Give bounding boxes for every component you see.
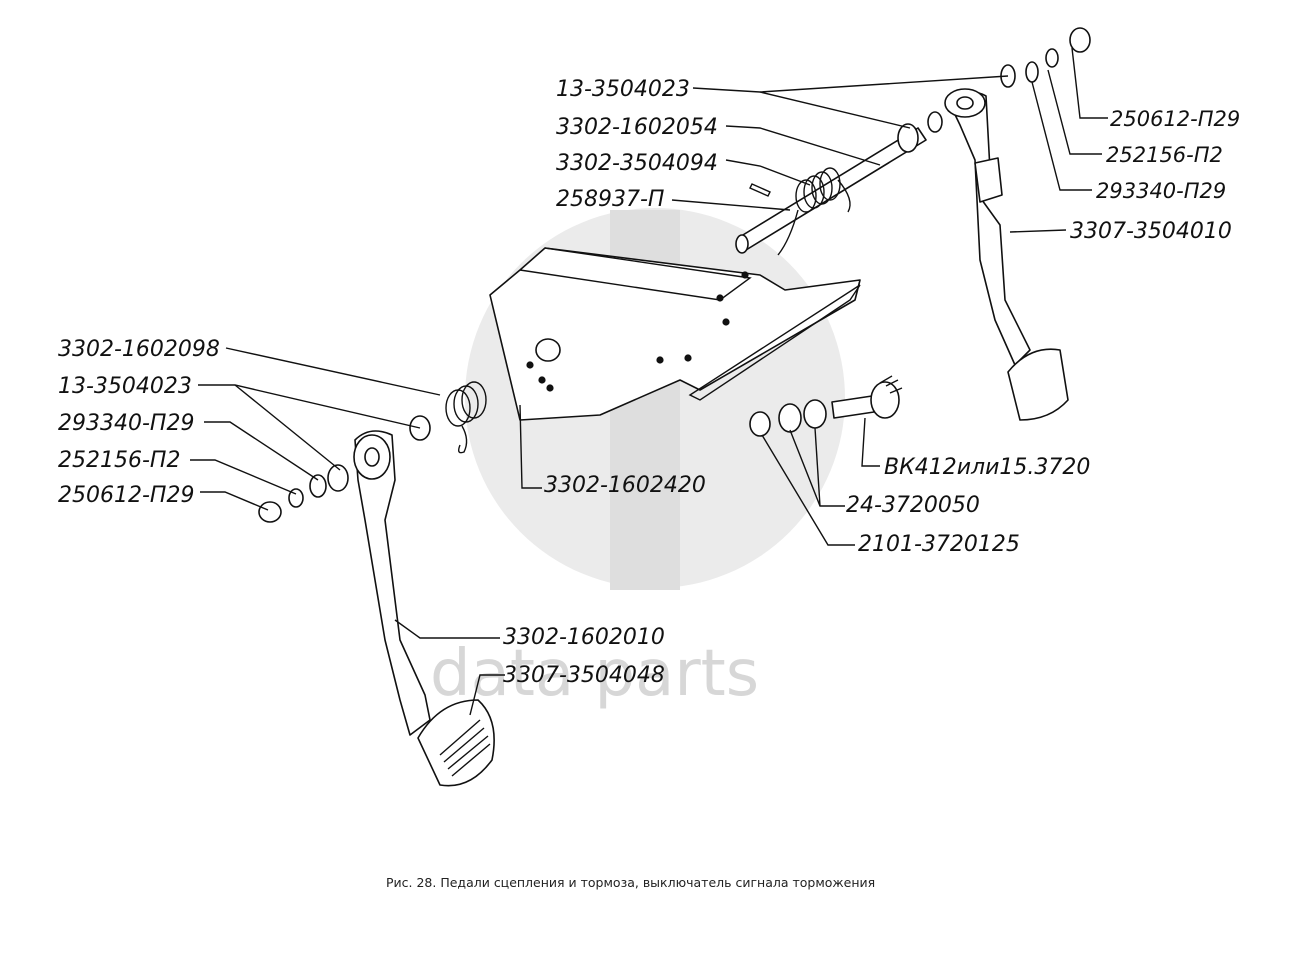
shaft-collar xyxy=(927,111,943,133)
return-spring-right xyxy=(777,167,851,256)
brake-pedal-hub-bore xyxy=(956,96,974,110)
label-left-293340-p29: 293340-П29 xyxy=(58,411,194,436)
brake-pedal-bracket xyxy=(974,157,1003,203)
label-right-252156-p2: 252156-П2 xyxy=(1106,143,1223,167)
label-switch-2101-3720125: 2101-3720125 xyxy=(858,532,1020,557)
label-center-3302-1602420: 3302-1602420 xyxy=(544,473,706,498)
switch-washer xyxy=(749,411,771,437)
label-left-250612-p29: 250612-П29 xyxy=(58,483,194,508)
clutch-pedal-pad xyxy=(417,699,495,787)
label-right-293340-p29: 293340-П29 xyxy=(1096,179,1226,203)
bracket-mount-plate xyxy=(688,284,861,401)
label-left-13-3504023: 13-3504023 xyxy=(58,374,192,399)
brake-pedal xyxy=(944,88,1069,421)
leader-lines xyxy=(190,47,1108,716)
brake-pedal-pad xyxy=(1007,348,1069,421)
label-pedal-3302-1602010: 3302-1602010 xyxy=(503,625,665,650)
label-switch-vk412: ВК412или15.3720 xyxy=(884,455,1090,480)
clutch-pedal-arm xyxy=(354,430,431,736)
figure-caption: Рис. 28. Педали сцепления и тормоза, вык… xyxy=(386,875,875,890)
clutch-pad-ribs xyxy=(439,719,491,777)
label-switch-24-3720050: 24-3720050 xyxy=(846,493,980,518)
label-right-250612-p29: 250612-П29 xyxy=(1110,107,1240,131)
bracket-pivot-hole xyxy=(535,338,561,362)
label-right-258937-p: 258937-П xyxy=(556,187,664,212)
label-right-3302-3504094: 3302-3504094 xyxy=(556,151,718,176)
brake-pedal-arm xyxy=(947,91,1031,366)
part-labels: 13-3504023 3302-1602054 3302-3504094 258… xyxy=(58,77,1240,688)
shaft-end xyxy=(735,234,749,254)
clutch-pedal xyxy=(258,381,495,787)
clutch-pedal-hub-bore xyxy=(364,447,380,467)
label-right-13-3504023: 13-3504023 xyxy=(556,77,690,102)
label-pedal-3307-3504048: 3307-3504048 xyxy=(503,663,665,688)
pedal-bracket xyxy=(489,247,861,421)
label-left-252156-p2: 252156-П2 xyxy=(58,448,180,473)
brake-switch-group xyxy=(749,375,903,437)
washers-left xyxy=(258,415,431,523)
cotter-pin xyxy=(749,183,771,197)
label-right-3307-3504010: 3307-3504010 xyxy=(1070,219,1232,244)
switch-body xyxy=(870,381,900,419)
return-spring-left xyxy=(445,381,487,454)
label-right-3302-1602054: 3302-1602054 xyxy=(556,115,718,140)
switch-nut-2 xyxy=(803,399,827,429)
label-left-3302-1602098: 3302-1602098 xyxy=(58,337,220,362)
watermark-text: data parts xyxy=(430,637,759,711)
shaft-bushing xyxy=(897,123,919,153)
bracket-flange xyxy=(519,247,752,301)
shaft-assembly xyxy=(735,27,1091,256)
switch-nut-1 xyxy=(778,403,802,433)
washers-right xyxy=(1000,27,1091,88)
